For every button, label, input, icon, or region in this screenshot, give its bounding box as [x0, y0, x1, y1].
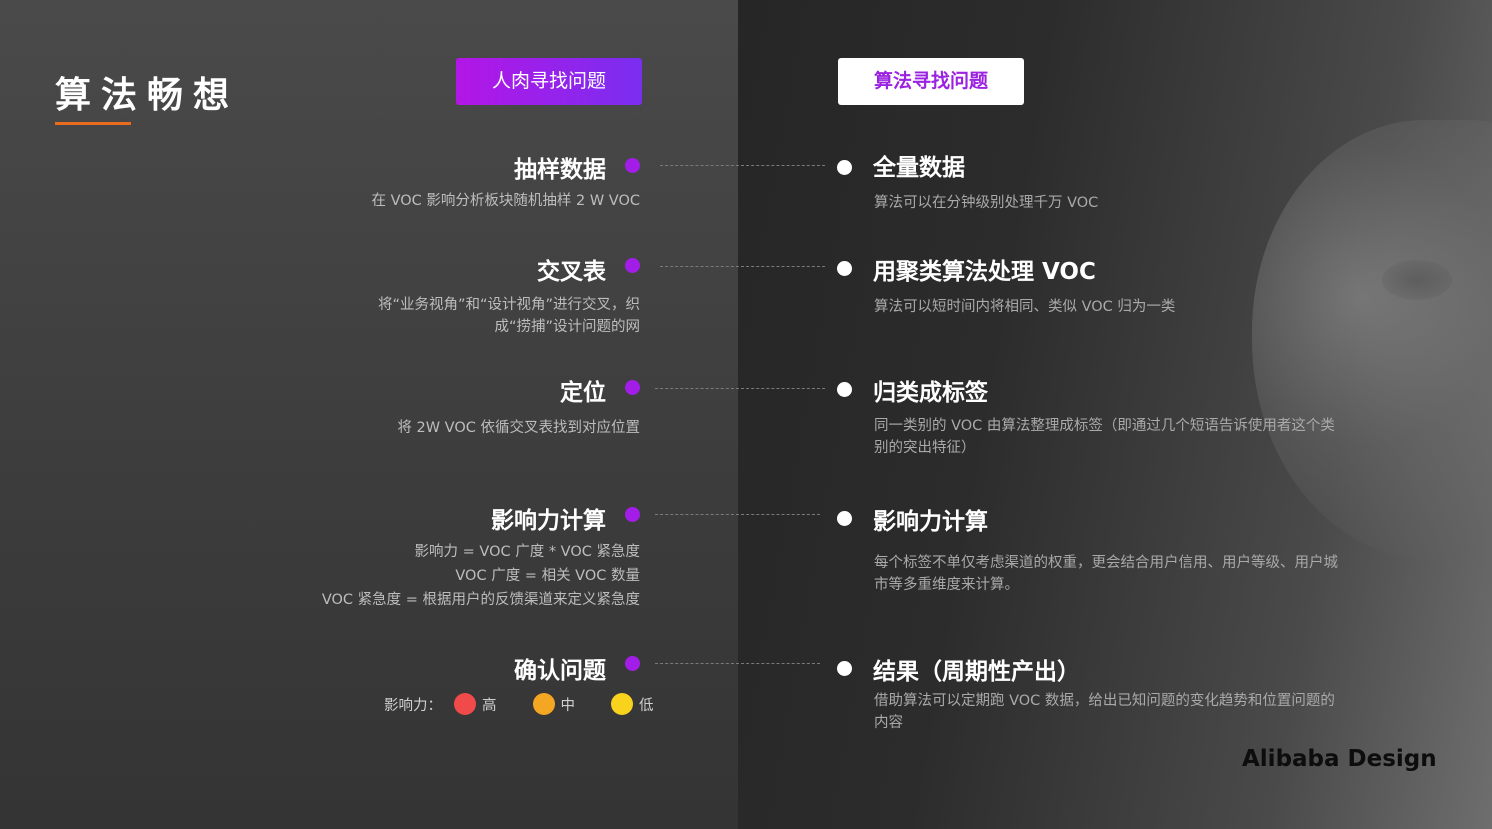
- left-step-heading: 抽样数据: [514, 157, 606, 183]
- white-step-dot: [837, 160, 852, 175]
- purple-step-dot: [625, 258, 640, 273]
- left-step-heading: 确认问题: [514, 658, 606, 684]
- right-step-description: 每个标签不单仅考虑渠道的权重，更会结合用户信用、用户等级、用户城市等多重维度来计…: [874, 555, 1338, 593]
- right-step-heading: 归类成标签: [873, 380, 988, 406]
- purple-step-dot: [625, 380, 640, 395]
- legend-low: 低: [639, 697, 654, 714]
- dashed-connector: [655, 514, 820, 515]
- background-face-shadow: [1382, 260, 1452, 300]
- left-step-line: 成“捞捕”设计问题的网: [494, 319, 640, 335]
- dashed-connector: [660, 165, 825, 166]
- left-step-description: 将 2W VOC 依循交叉表找到对应位置: [397, 417, 640, 439]
- right-step-heading: 全量数据: [873, 155, 965, 181]
- white-step-dot: [837, 382, 852, 397]
- background-face-image: [1252, 120, 1492, 560]
- title-underline: [55, 122, 131, 125]
- right-step-description: 借助算法可以定期跑 VOC 数据，给出已知问题的变化趋势和位置问题的内容: [874, 693, 1335, 731]
- algorithm-search-badge: 算法寻找问题: [838, 58, 1024, 105]
- left-step-heading: 定位: [560, 380, 606, 406]
- purple-step-dot: [625, 158, 640, 173]
- white-step-dot: [837, 261, 852, 276]
- right-step-heading: 影响力计算: [873, 509, 988, 535]
- left-step-line: VOC 紧急度 = 根据用户的反馈渠道来定义紧急度: [321, 592, 640, 608]
- right-step-description: 算法可以在分钟级别处理千万 VOC: [874, 195, 1099, 211]
- right-step-description: 算法可以短时间内将相同、类似 VOC 归为一类: [874, 299, 1176, 315]
- manual-search-badge: 人肉寻找问题: [456, 58, 642, 105]
- low-impact-circle-icon: [611, 693, 633, 715]
- left-panel-background: [0, 0, 738, 829]
- left-step-line: 在 VOC 影响分析板块随机抽样 2 W VOC: [371, 193, 640, 209]
- left-step-heading: 影响力计算: [491, 508, 606, 534]
- medium-impact-circle-icon: [532, 693, 555, 715]
- left-step-description: 在 VOC 影响分析板块随机抽样 2 W VOC: [371, 190, 640, 212]
- left-step-line: 将 2W VOC 依循交叉表找到对应位置: [397, 420, 640, 436]
- left-step-line: 影响力 = VOC 广度 * VOC 紧急度: [414, 544, 640, 560]
- purple-step-dot: [625, 507, 640, 522]
- legend-mid: 中: [560, 697, 576, 714]
- impact-legend: 影响力： 高 中 低: [384, 690, 654, 718]
- dashed-connector: [655, 663, 820, 664]
- right-panel-background: [738, 0, 1492, 829]
- right-step-heading: 用聚类算法处理 VOC: [873, 259, 1096, 285]
- right-step-heading: 结果（周期性产出）: [873, 659, 1080, 685]
- left-step-heading: 交叉表: [537, 259, 606, 285]
- high-impact-circle-icon: [454, 693, 476, 715]
- left-step-line: 将“业务视角”和“设计视角”进行交叉，织: [377, 297, 640, 313]
- white-step-dot: [837, 661, 852, 676]
- dashed-connector: [660, 266, 825, 267]
- purple-step-dot: [625, 656, 640, 671]
- white-step-dot: [837, 511, 852, 526]
- right-step-description: 同一类别的 VOC 由算法整理成标签（即通过几个短语告诉使用者这个类别的突出特征…: [874, 418, 1335, 456]
- left-step-description: 影响力 = VOC 广度 * VOC 紧急度 VOC 广度 = 相关 VOC 数…: [322, 541, 640, 611]
- left-step-line: VOC 广度 = 相关 VOC 数量: [455, 568, 640, 584]
- dashed-connector: [655, 388, 825, 389]
- alibaba-design-logo: Alibaba Design: [1242, 746, 1437, 772]
- page-title: 算法畅想: [55, 75, 240, 116]
- legend-label: 影响力：: [384, 697, 442, 714]
- legend-high: 高: [482, 697, 497, 714]
- left-step-description: 将“业务视角”和“设计视角”进行交叉，织 成“捞捕”设计问题的网: [378, 294, 640, 338]
